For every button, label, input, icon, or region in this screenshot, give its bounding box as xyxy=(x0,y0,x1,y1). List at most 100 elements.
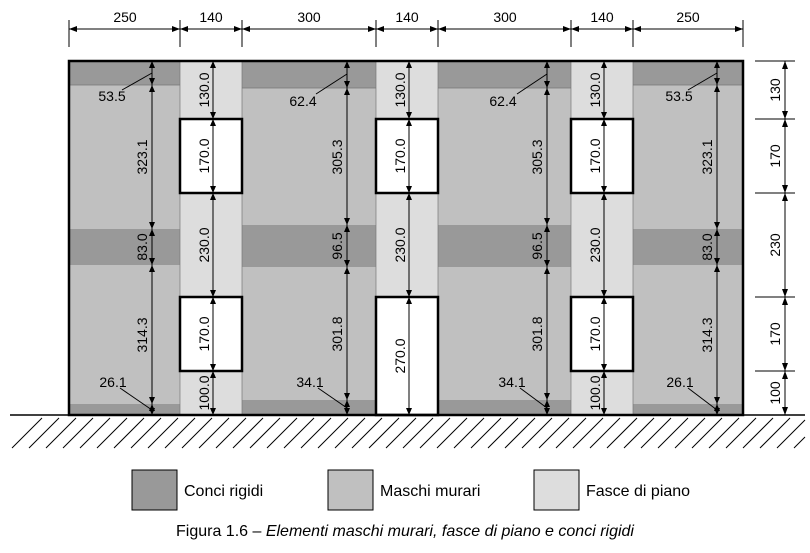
ground-hatch-line xyxy=(96,417,128,449)
ground xyxy=(10,414,806,449)
ground-hatch-line xyxy=(555,417,587,449)
legend-label-fasce: Fasce di piano xyxy=(586,483,690,500)
rigid-node xyxy=(242,400,376,415)
ground-hatch-line xyxy=(725,417,757,449)
ground-hatch-line xyxy=(249,417,281,449)
ground-hatch-line xyxy=(351,417,383,449)
bay3-bot: 100.0 xyxy=(587,375,603,410)
bay2-mid: 230.0 xyxy=(392,227,408,262)
ground-hatch-line xyxy=(640,417,672,449)
rigid-bot-3: 34.1 xyxy=(296,374,323,390)
bay2-door: 270.0 xyxy=(392,338,408,373)
right-dim-4: 170 xyxy=(767,322,783,346)
rigid-node xyxy=(438,61,571,88)
rigid-node xyxy=(633,404,743,415)
rigid-bot-7: 26.1 xyxy=(666,374,693,390)
ground-hatch-line xyxy=(266,417,298,449)
top-dim-3: 300 xyxy=(297,9,321,25)
ground-hatch-line xyxy=(776,419,806,449)
ground-hatch-line xyxy=(11,417,43,449)
ground-hatch-line xyxy=(79,417,111,449)
ground-hatch-line xyxy=(623,417,655,449)
rigid-mid-3: 96.5 xyxy=(329,232,345,259)
legend-label-maschi: Maschi murari xyxy=(380,483,480,500)
ground-hatch-line xyxy=(164,417,196,449)
ground-hatch-line xyxy=(470,417,502,449)
pier-upper-3: 305.3 xyxy=(329,139,345,174)
leader-lines xyxy=(119,72,718,411)
window-opening xyxy=(178,295,244,373)
ground-hatch-line xyxy=(317,417,349,449)
rigid-node xyxy=(242,61,376,88)
legend-swatch-fasce xyxy=(533,469,580,511)
ground-hatch-line xyxy=(742,417,774,449)
caption-text: Elementi maschi murari, fasce di piano e… xyxy=(266,523,635,540)
right-dim-3: 230 xyxy=(767,233,783,257)
ground-hatch-line xyxy=(215,417,247,449)
ground-hatch-line xyxy=(181,417,213,449)
rigid-node xyxy=(69,61,180,85)
pier-lower-5: 301.8 xyxy=(529,316,545,351)
rigid-node-labels: 53.5 62.4 62.4 53.5 26.1 34.1 34.1 26.1 … xyxy=(98,88,715,390)
ground-hatch-line xyxy=(691,417,723,449)
pier-upper-5: 305.3 xyxy=(529,139,545,174)
ground-hatch-line xyxy=(28,417,60,449)
ground-hatch-line xyxy=(453,417,485,449)
rigid-node xyxy=(633,61,743,85)
bay1-mid: 230.0 xyxy=(196,227,212,262)
bay3-mid: 230.0 xyxy=(587,227,603,262)
rigid-mid-5: 96.5 xyxy=(529,232,545,259)
bay1-win1: 170.0 xyxy=(196,138,212,173)
top-dim-4: 140 xyxy=(395,9,419,25)
right-dim-2: 170 xyxy=(767,144,783,168)
openings xyxy=(178,117,635,417)
bay-dimension-arrows xyxy=(210,61,607,415)
ground-hatch-line xyxy=(300,417,332,449)
top-dim-7: 250 xyxy=(676,9,700,25)
rigid-node xyxy=(438,400,571,415)
legend: Conci rigidi Maschi murari Fasce di pian… xyxy=(131,469,690,511)
figure-caption: Figura 1.6 – Elementi maschi murari, fas… xyxy=(176,523,634,540)
caption-prefix: Figura 1.6 – xyxy=(176,523,266,540)
ground-hatch-line xyxy=(538,417,570,449)
rigid-mid-1: 83.0 xyxy=(134,233,150,260)
window-opening xyxy=(569,295,635,373)
ground-hatch-line xyxy=(487,417,519,449)
ground-hatch-line xyxy=(368,417,400,449)
ground-hatch-line xyxy=(45,417,77,449)
bay1-bot: 100.0 xyxy=(196,375,212,410)
window-opening xyxy=(569,117,635,195)
legend-swatch-maschi xyxy=(327,469,374,511)
pier-lower-1: 314.3 xyxy=(134,317,150,352)
bay2-top: 130.0 xyxy=(392,72,408,107)
rigid-node xyxy=(242,225,376,267)
rigid-top-5: 62.4 xyxy=(489,93,516,109)
pier-lower-3: 301.8 xyxy=(329,316,345,351)
top-dimensions: 250 140 300 140 300 140 250 xyxy=(68,9,744,47)
pier-dimension-lines xyxy=(151,61,718,415)
right-dimensions: 130 170 230 170 100 xyxy=(755,60,795,416)
ground-hatch-line xyxy=(759,417,791,449)
right-dim-1: 130 xyxy=(767,78,783,102)
ground-hatch-line xyxy=(232,417,264,449)
pier-upper-1: 323.1 xyxy=(134,139,150,174)
legend-label-conci: Conci rigidi xyxy=(184,483,263,500)
rigid-bot-5: 34.1 xyxy=(498,374,525,390)
rigid-top-7: 53.5 xyxy=(665,88,692,104)
bay3-win1: 170.0 xyxy=(587,138,603,173)
window-opening xyxy=(374,117,440,195)
ground-hatch-line xyxy=(62,417,94,449)
ground-hatch-line xyxy=(657,417,689,449)
legend-swatch-conci xyxy=(131,469,178,511)
bay1-top: 130.0 xyxy=(196,72,212,107)
ground-hatch-line xyxy=(147,417,179,449)
top-dim-1: 250 xyxy=(113,9,137,25)
ground-hatch-line xyxy=(402,417,434,449)
bay2-win1: 170.0 xyxy=(392,138,408,173)
ground-hatch-line xyxy=(674,417,706,449)
ground-hatch-line xyxy=(113,417,145,449)
ground-hatch-line xyxy=(572,417,604,449)
ground-hatch-line xyxy=(419,417,451,449)
pier-dimension-arrows xyxy=(149,61,720,415)
ground-hatch-line xyxy=(589,417,621,449)
